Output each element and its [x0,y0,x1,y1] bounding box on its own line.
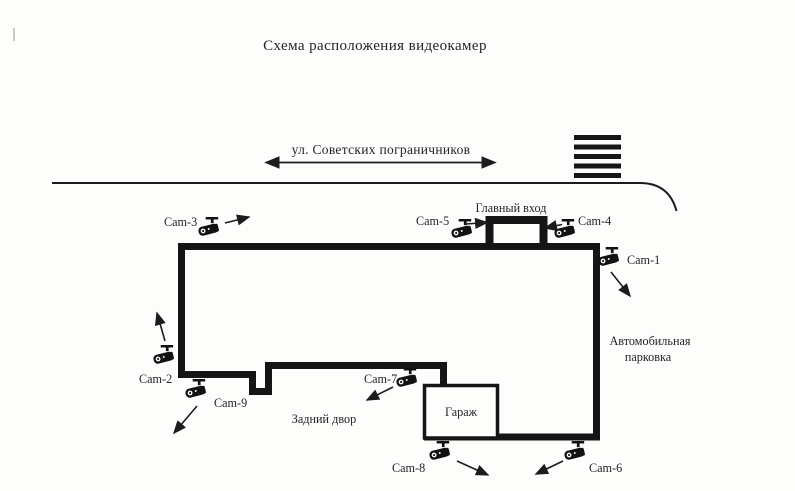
camera-cam-1: Cam-1 [597,247,660,298]
camera-cam-3: Cam-3 [164,214,251,237]
camera-cam-5: Cam-5 [416,214,489,239]
entrance-porch [485,216,548,246]
cctv-camera-icon [428,441,451,461]
camera-direction-arrow [456,460,490,476]
garage-label: Гараж [445,405,478,419]
road-line [52,182,678,212]
street-label: ул. Советских пограничников [292,142,471,157]
building-wall-main [178,243,600,441]
cctv-camera-icon [395,368,418,388]
crosswalk-stripe [574,163,621,169]
cctv-camera-icon [184,379,207,399]
crosswalk-stripe [574,135,621,140]
backyard-label: Задний двор [292,412,356,426]
parking-label-line1: Автомобильная [610,334,691,348]
camera-label: Cam-8 [392,461,425,475]
parking-label-line2: парковка [625,350,672,364]
camera-direction-arrow [610,271,631,298]
garage-outline [422,383,500,440]
camera-direction-arrow [534,460,564,475]
crosswalk [574,135,621,178]
page-title: Схема расположения видеокамер [263,38,487,54]
camera-cam-2: Cam-2 [139,311,175,386]
camera-cam-6: Cam-6 [534,441,622,475]
building-outline [178,216,600,441]
cctv-camera-icon [563,441,586,461]
cctv-camera-icon [597,247,620,267]
cctv-camera-icon [553,219,576,239]
camera-direction-arrow [465,217,489,229]
camera-cam-7: Cam-7 [364,368,418,401]
crosswalk-stripe [574,173,621,178]
camera-label: Cam-1 [627,253,660,267]
camera-direction-arrow [154,311,166,342]
camera-cam-4: Cam-4 [543,214,611,239]
camera-label: Cam-5 [416,214,449,228]
cctv-camera-icon [197,217,220,237]
camera-label: Cam-7 [364,372,397,386]
camera-label: Cam-4 [578,214,611,228]
camera-label: Cam-3 [164,215,197,229]
camera-label: Cam-2 [139,372,172,386]
cctv-camera-icon [450,219,473,239]
camera-cam-9: Cam-9 [172,379,247,435]
main-entrance-label: Главный вход [476,201,547,215]
crosswalk-stripe [574,154,621,159]
scan-artifact [13,28,15,41]
camera-direction-arrow [543,220,563,232]
camera-cam-8: Cam-8 [392,441,490,476]
cctv-camera-icon [152,345,175,365]
street: ул. Советских пограничников [264,142,497,169]
camera-direction-arrow [224,214,251,226]
building-wall-backyard [178,362,447,395]
camera-direction-arrow [172,405,198,435]
camera-direction-arrow [365,386,394,401]
camera-label: Cam-6 [589,461,622,475]
camera-label: Cam-9 [214,396,247,410]
crosswalk-stripe [574,144,621,150]
